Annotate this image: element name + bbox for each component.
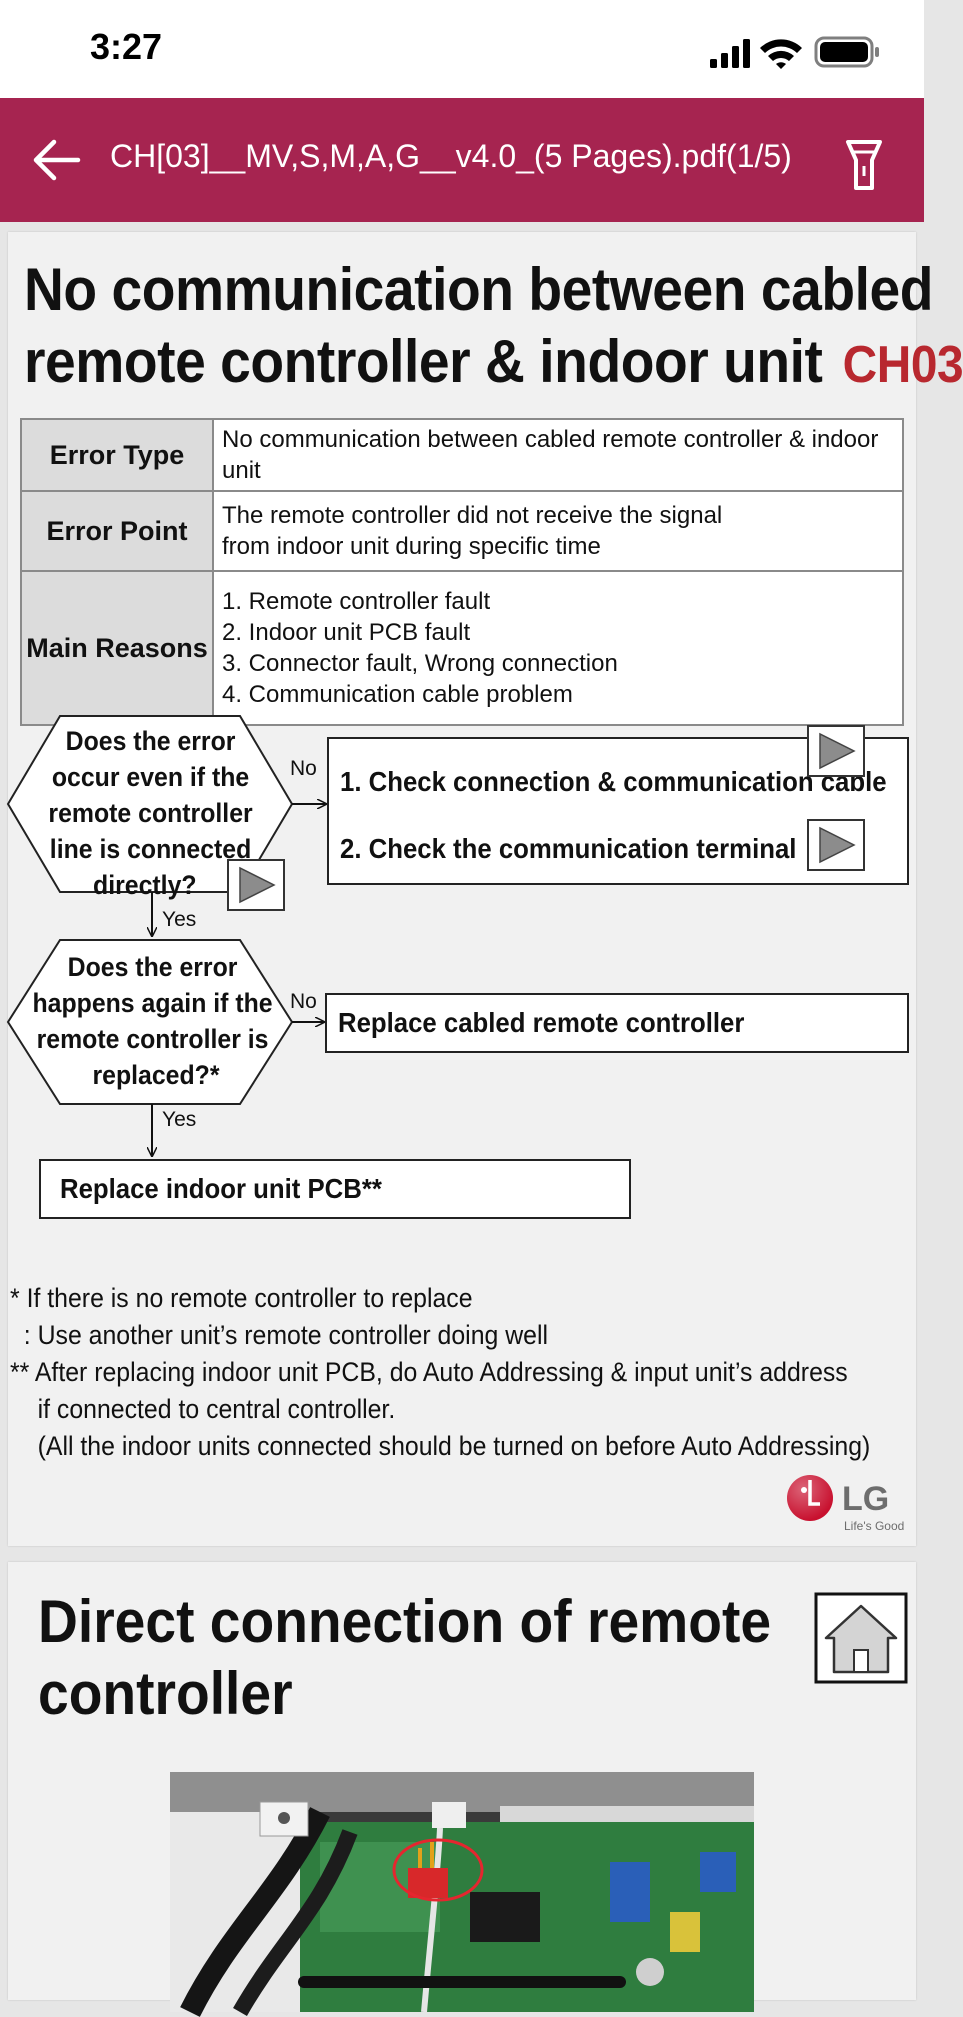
play-icon[interactable]: [227, 859, 285, 911]
error-point-line: from indoor unit during specific time: [222, 533, 601, 560]
document-title: CH[03]__MV,S,M,A,G__v4.0_(5 Pages).pdf(1…: [110, 138, 792, 174]
main-reasons-value: 1. Remote controller fault 2. Indoor uni…: [212, 570, 904, 726]
home-icon[interactable]: [814, 1592, 908, 1684]
table-row: Error Point The remote controller did no…: [20, 490, 904, 572]
app-bar: CH[03]__MV,S,M,A,G__v4.0_(5 Pages).pdf(1…: [0, 98, 924, 222]
error-point-label: Error Point: [20, 490, 214, 572]
footnote-line: * If there is no remote controller to re…: [10, 1283, 473, 1313]
replace-pcb-text: Replace indoor unit PCB**: [60, 1173, 382, 1204]
question-2-shape: [6, 939, 294, 1105]
error-point-line: The remote controller did not receive th…: [222, 502, 723, 529]
troubleshooting-flowchart: Does the error occur even if the remote …: [6, 715, 909, 1219]
footnotes: * If there is no remote controller to re…: [10, 1280, 870, 1465]
footnote-line: : Use another unit’s remote controller d…: [10, 1320, 549, 1350]
reason-item: 2. Indoor unit PCB fault: [222, 619, 471, 646]
home-indicator[interactable]: [298, 1976, 626, 1988]
page-2-title: Direct connection of remote controller: [38, 1586, 771, 1730]
table-row: Main Reasons 1. Remote controller fault …: [20, 570, 904, 726]
page-2-title-line: controller: [38, 1660, 293, 1727]
no-label-1: No: [290, 757, 317, 780]
page-title: No communication between cabled remote c…: [24, 254, 963, 401]
error-info-table: Error Type No communication between cabl…: [20, 418, 904, 726]
title-line-1: No communication between cabled: [24, 256, 933, 323]
title-line-2: remote controller & indoor unit CH03: [24, 326, 963, 401]
pcb-connection-photo: [170, 1772, 754, 2017]
error-point-value: The remote controller did not receive th…: [212, 490, 904, 572]
footnote-line: if connected to central controller.: [10, 1394, 396, 1424]
question-1-text: Does the error occur even if the remote …: [48, 727, 259, 900]
table-row: Error Type No communication between cabl…: [20, 418, 904, 492]
page-2-title-line: Direct connection of remote: [38, 1588, 772, 1655]
check-item-2: 2. Check the communication terminal: [340, 833, 796, 864]
play-icon[interactable]: [807, 725, 865, 777]
flashlight-icon[interactable]: [844, 138, 884, 194]
replace-pcb-box: [39, 1159, 631, 1219]
lg-logo-brand: LG: [842, 1480, 889, 1518]
yes-label-1: Yes: [162, 908, 196, 931]
status-time: 3:27: [90, 26, 163, 67]
reason-item: 3. Connector fault, Wrong connection: [222, 650, 618, 677]
pdf-page-2: Direct connection of remote controller: [8, 1562, 916, 2017]
arrow-left-icon[interactable]: [30, 134, 82, 186]
check-item-1: 1. Check connection & communication cabl…: [340, 766, 887, 797]
battery-icon: [814, 36, 879, 68]
no-label-2: No: [290, 990, 317, 1013]
reason-item: 4. Communication cable problem: [222, 681, 573, 708]
footnote-line: (All the indoor units connected should b…: [10, 1431, 871, 1461]
footnote-line: ** After replacing indoor unit PCB, do A…: [10, 1357, 848, 1387]
reason-item: 1. Remote controller fault: [222, 588, 491, 615]
lg-logo-tagline: Life's Good: [844, 1519, 904, 1533]
error-type-value: No communication between cabled remote c…: [212, 418, 904, 492]
yes-label-2: Yes: [162, 1108, 196, 1131]
status-bar: 3:27: [0, 0, 924, 98]
title-line-2-text: remote controller & indoor unit: [24, 328, 823, 395]
cellular-signal-icon: [710, 39, 750, 68]
replace-remote-text: Replace cabled remote controller: [338, 1007, 745, 1038]
pdf-page-1: No communication between cabled remote c…: [6, 232, 963, 1546]
error-code: CH03: [842, 336, 963, 394]
play-icon[interactable]: [807, 819, 865, 871]
question-2-text: Does the error happens again if the remo…: [32, 953, 279, 1090]
lg-logo: LG Life's Good: [787, 1475, 904, 1533]
replace-remote-box: [325, 993, 909, 1053]
main-reasons-label: Main Reasons: [20, 570, 214, 726]
error-type-label: Error Type: [20, 418, 214, 492]
wifi-icon: [760, 39, 802, 69]
status-icons: [710, 36, 879, 69]
